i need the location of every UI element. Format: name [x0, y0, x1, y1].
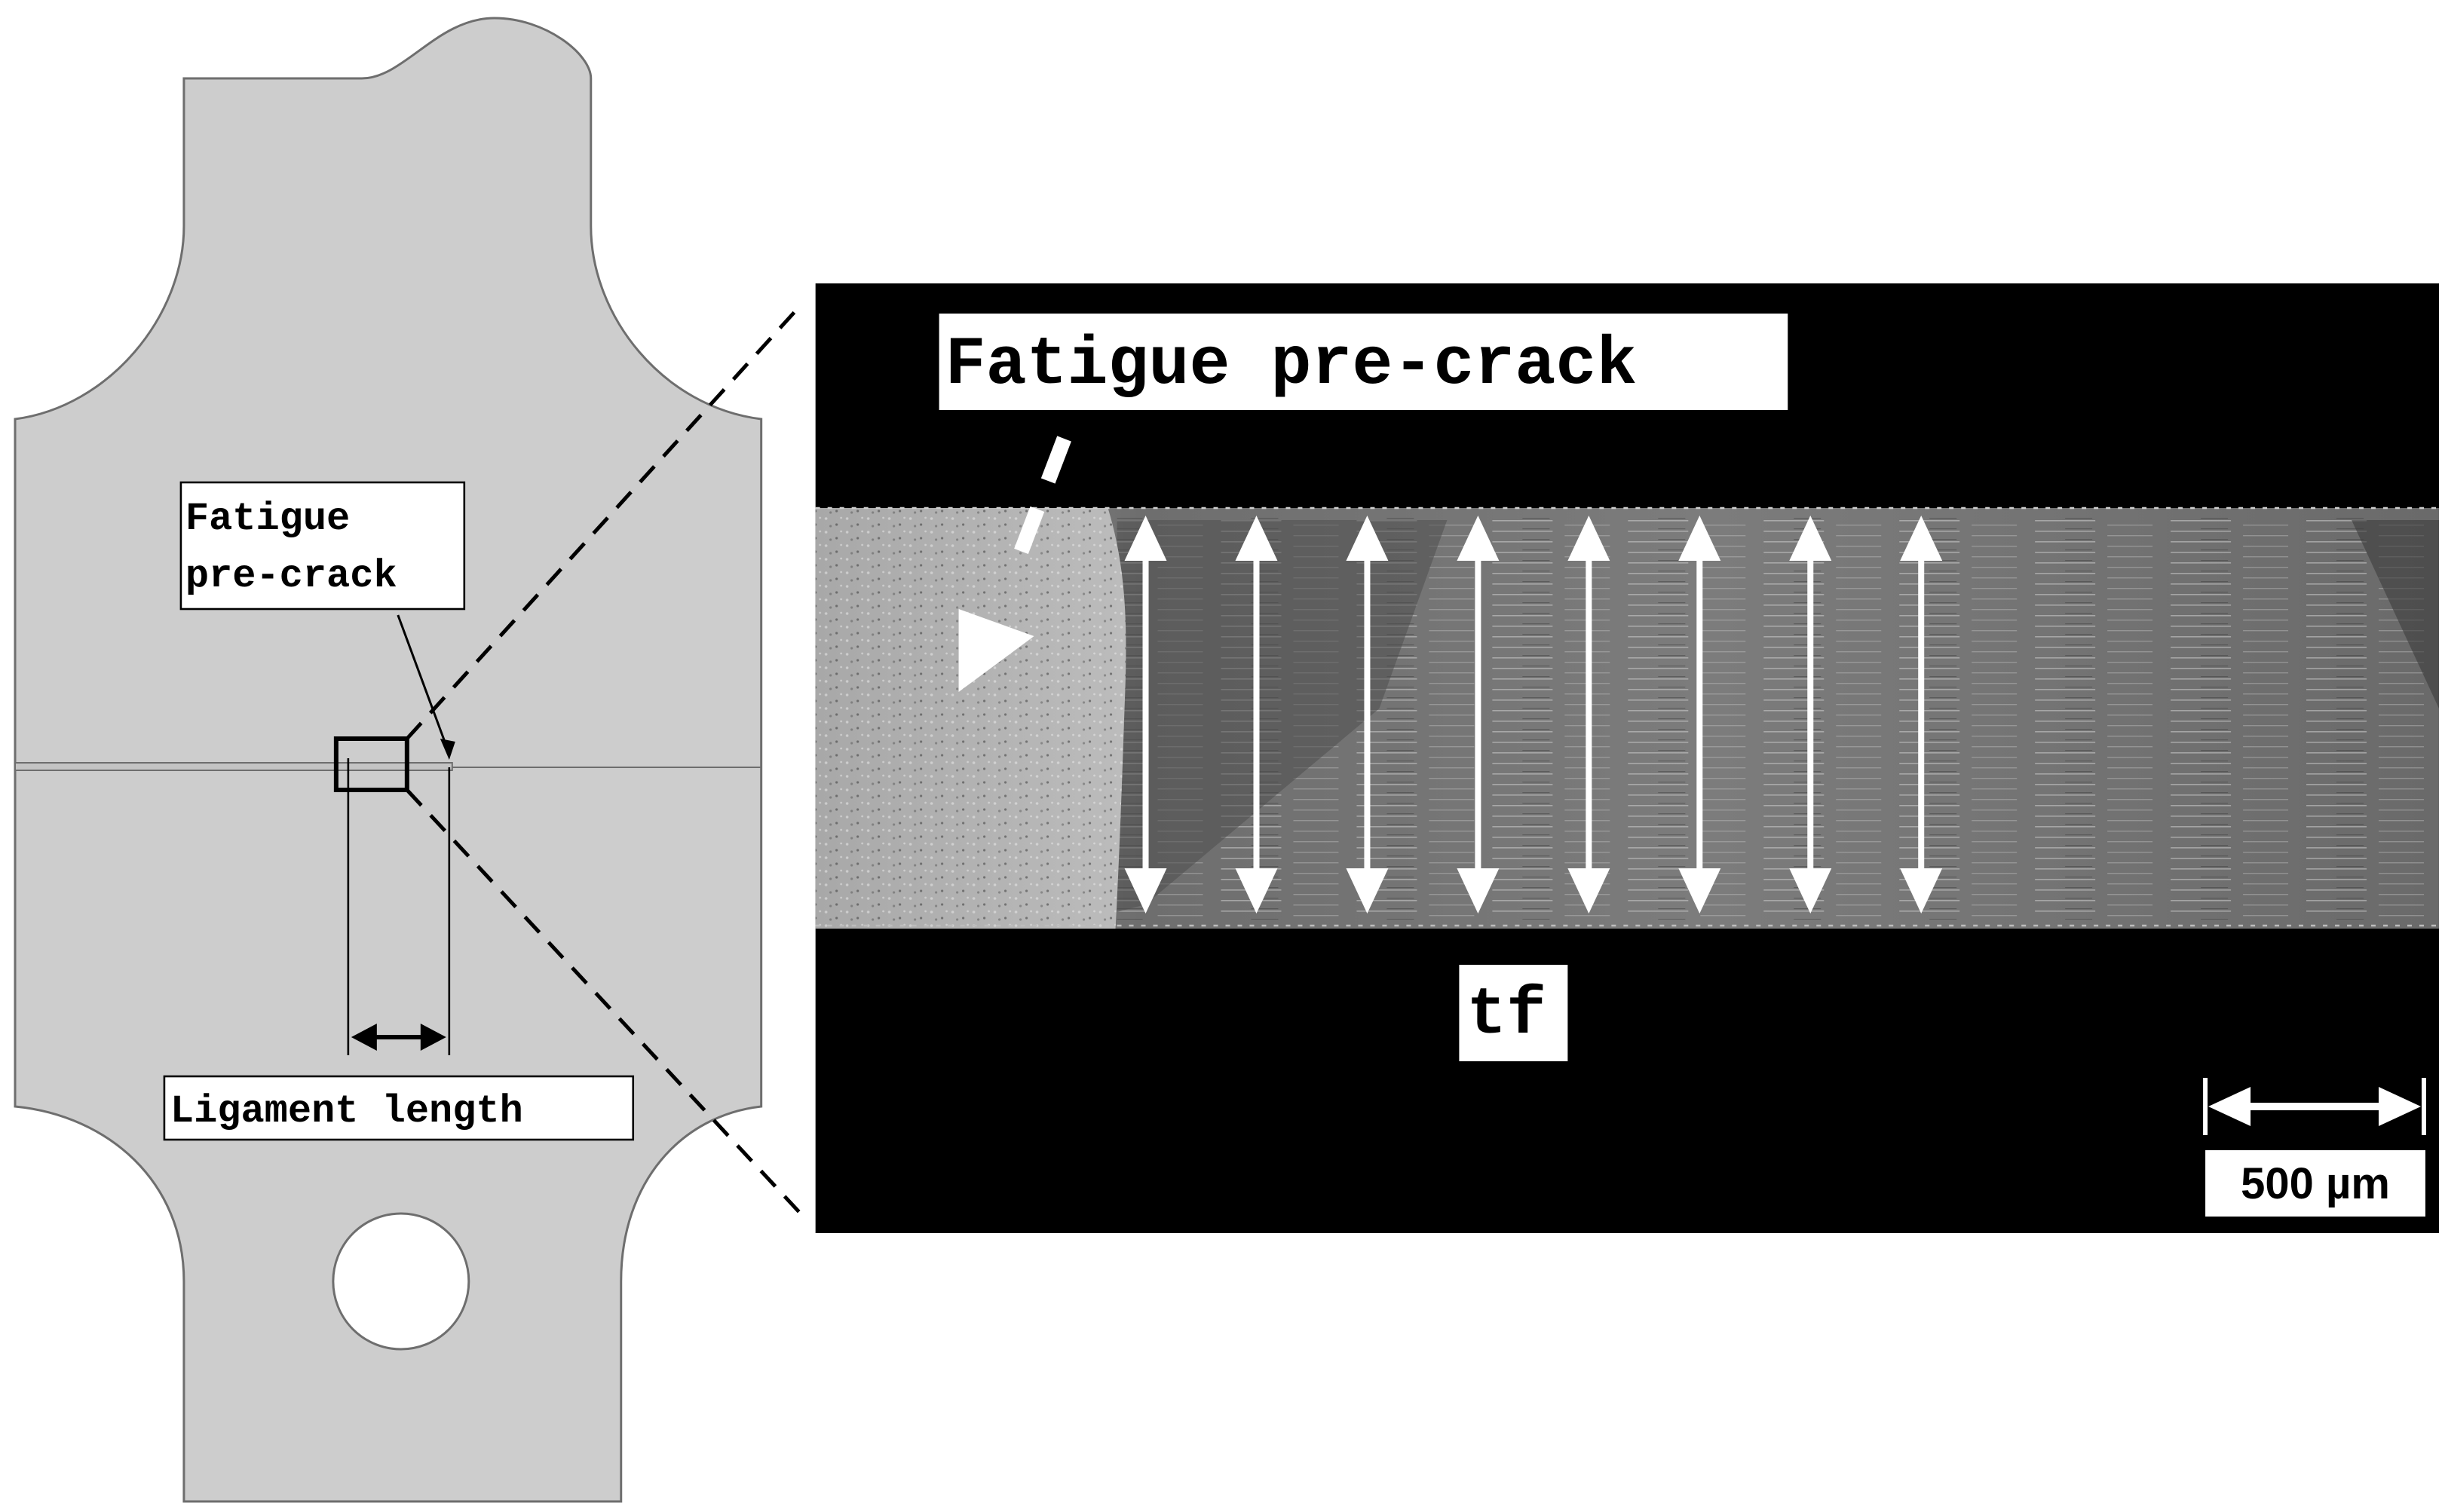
precrack-label-line2: pre-crack	[185, 554, 397, 598]
ligament-arrow-right	[420, 1024, 446, 1051]
zoom-line-bottom	[406, 788, 804, 1217]
micrograph-precrack-label-box	[939, 314, 1788, 410]
ligament-label: Ligament length	[170, 1089, 523, 1134]
micrograph-precrack-label: Fatigue pre-crack	[945, 327, 1638, 404]
thickness-arrow-head-top	[1346, 516, 1389, 561]
micrograph-precrack-arrowhead	[958, 609, 1034, 692]
thickness-arrow-head-bottom	[1900, 868, 1943, 914]
thickness-arrow-head-bottom	[1457, 868, 1500, 914]
thickness-arrow-head-top	[1789, 516, 1832, 561]
thickness-arrow-head-bottom	[1567, 868, 1610, 914]
fracture-right-slant	[2352, 520, 2440, 709]
thickness-arrow-head-top	[1124, 516, 1167, 561]
precrack-label-box	[179, 481, 466, 611]
scale-bar-label: 500 µm	[2241, 1160, 2390, 1208]
scale-bar-label-box	[2205, 1150, 2426, 1217]
precrack-pointer	[397, 614, 451, 754]
thickness-arrow-head-bottom	[1678, 868, 1721, 914]
ligament-arrow-left	[351, 1024, 377, 1051]
thickness-arrow-head-bottom	[1124, 868, 1167, 914]
thickness-arrow-head-top	[1235, 516, 1278, 561]
thickness-arrow-head-top	[1900, 516, 1943, 561]
scale-bar-arrow-right	[2379, 1087, 2422, 1126]
specimen-notch	[14, 762, 453, 771]
ligament-label-box	[163, 1075, 635, 1141]
thickness-arrow-head-bottom	[1346, 868, 1389, 914]
precrack-region-texture	[815, 508, 1126, 929]
thickness-arrow-head-bottom	[1235, 868, 1278, 914]
scale-bar-arrow-left	[2208, 1087, 2251, 1126]
thickness-label-box	[1459, 965, 1568, 1061]
specimen-schematic: Fatigue pre-crack Ligament length	[14, 17, 804, 1503]
micrograph-precrack-pointer	[1006, 436, 1071, 576]
thickness-label: tf	[1466, 978, 1546, 1053]
precrack-label-line1: Fatigue	[185, 497, 350, 541]
thickness-arrow-head-top	[1678, 516, 1721, 561]
precrack-pointer-head	[440, 739, 455, 760]
thickness-arrow-head-bottom	[1789, 868, 1832, 914]
micrograph-panel: Fatigue pre-crack tf 500 µm	[815, 283, 2440, 1233]
thickness-arrow-head-top	[1567, 516, 1610, 561]
thickness-arrow-head-top	[1457, 516, 1500, 561]
zoom-box	[333, 736, 409, 792]
zoom-line-top	[405, 309, 798, 740]
loading-hole	[332, 1212, 470, 1351]
thickness-arrows	[1124, 516, 1943, 914]
